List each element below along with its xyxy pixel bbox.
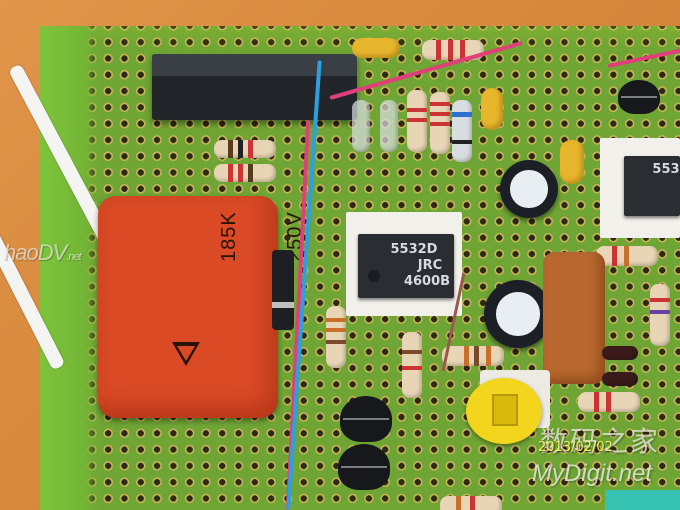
- yellow-capacitor: [352, 38, 400, 58]
- resistor: [430, 92, 450, 154]
- ic-pin1-dot: [368, 270, 380, 282]
- resistor: [452, 100, 472, 162]
- transistor: [340, 396, 392, 442]
- electrolytic-capacitor: [500, 160, 558, 218]
- watermark-site-cn: 数码之家: [540, 425, 661, 458]
- yellow-capacitor: [560, 140, 584, 184]
- resistor: [214, 140, 276, 158]
- film-cap-label: 185K 250V: [218, 211, 306, 262]
- rectifier-diode: [272, 250, 294, 330]
- glass-diode: [352, 100, 370, 152]
- resistor: [402, 332, 422, 398]
- resistor: [440, 496, 502, 510]
- glass-diode: [380, 100, 398, 152]
- ic-ne5532: 5532D JRC 4600B: [358, 234, 454, 298]
- resistor: [407, 90, 427, 152]
- watermark-site-en: MyDigit.net: [532, 460, 653, 487]
- small-diode: [602, 372, 638, 386]
- resistor: [326, 306, 346, 368]
- resistor: [442, 346, 504, 366]
- electrolytic-capacitor: [484, 280, 552, 348]
- transistor: [618, 80, 660, 114]
- watermark-haodv: haoDV.net: [4, 240, 82, 265]
- yellow-capacitor: [481, 88, 503, 130]
- resistor: [596, 246, 658, 266]
- teal-component: [605, 490, 680, 510]
- ic-right: 553: [624, 156, 680, 216]
- ic-label-line2: JRC: [417, 258, 443, 273]
- photo-date-stamp: 2013/02/02: [538, 440, 613, 455]
- brown-film-capacitor: [543, 252, 605, 384]
- small-diode: [602, 346, 638, 360]
- ic-label-line3: 4600B: [403, 274, 451, 289]
- pin-header: [152, 54, 357, 120]
- resistor: [650, 284, 670, 346]
- resistor: [214, 164, 276, 182]
- resistor: [578, 392, 640, 412]
- transistor: [338, 444, 390, 490]
- board-edge: [40, 26, 100, 510]
- ic-label-line1: 5532D: [390, 242, 438, 257]
- ic-right-label: 553: [652, 162, 680, 177]
- film-capacitor: [98, 196, 278, 418]
- trimmer-potentiometer: [466, 378, 542, 444]
- capacitor-logo-icon: [172, 342, 200, 366]
